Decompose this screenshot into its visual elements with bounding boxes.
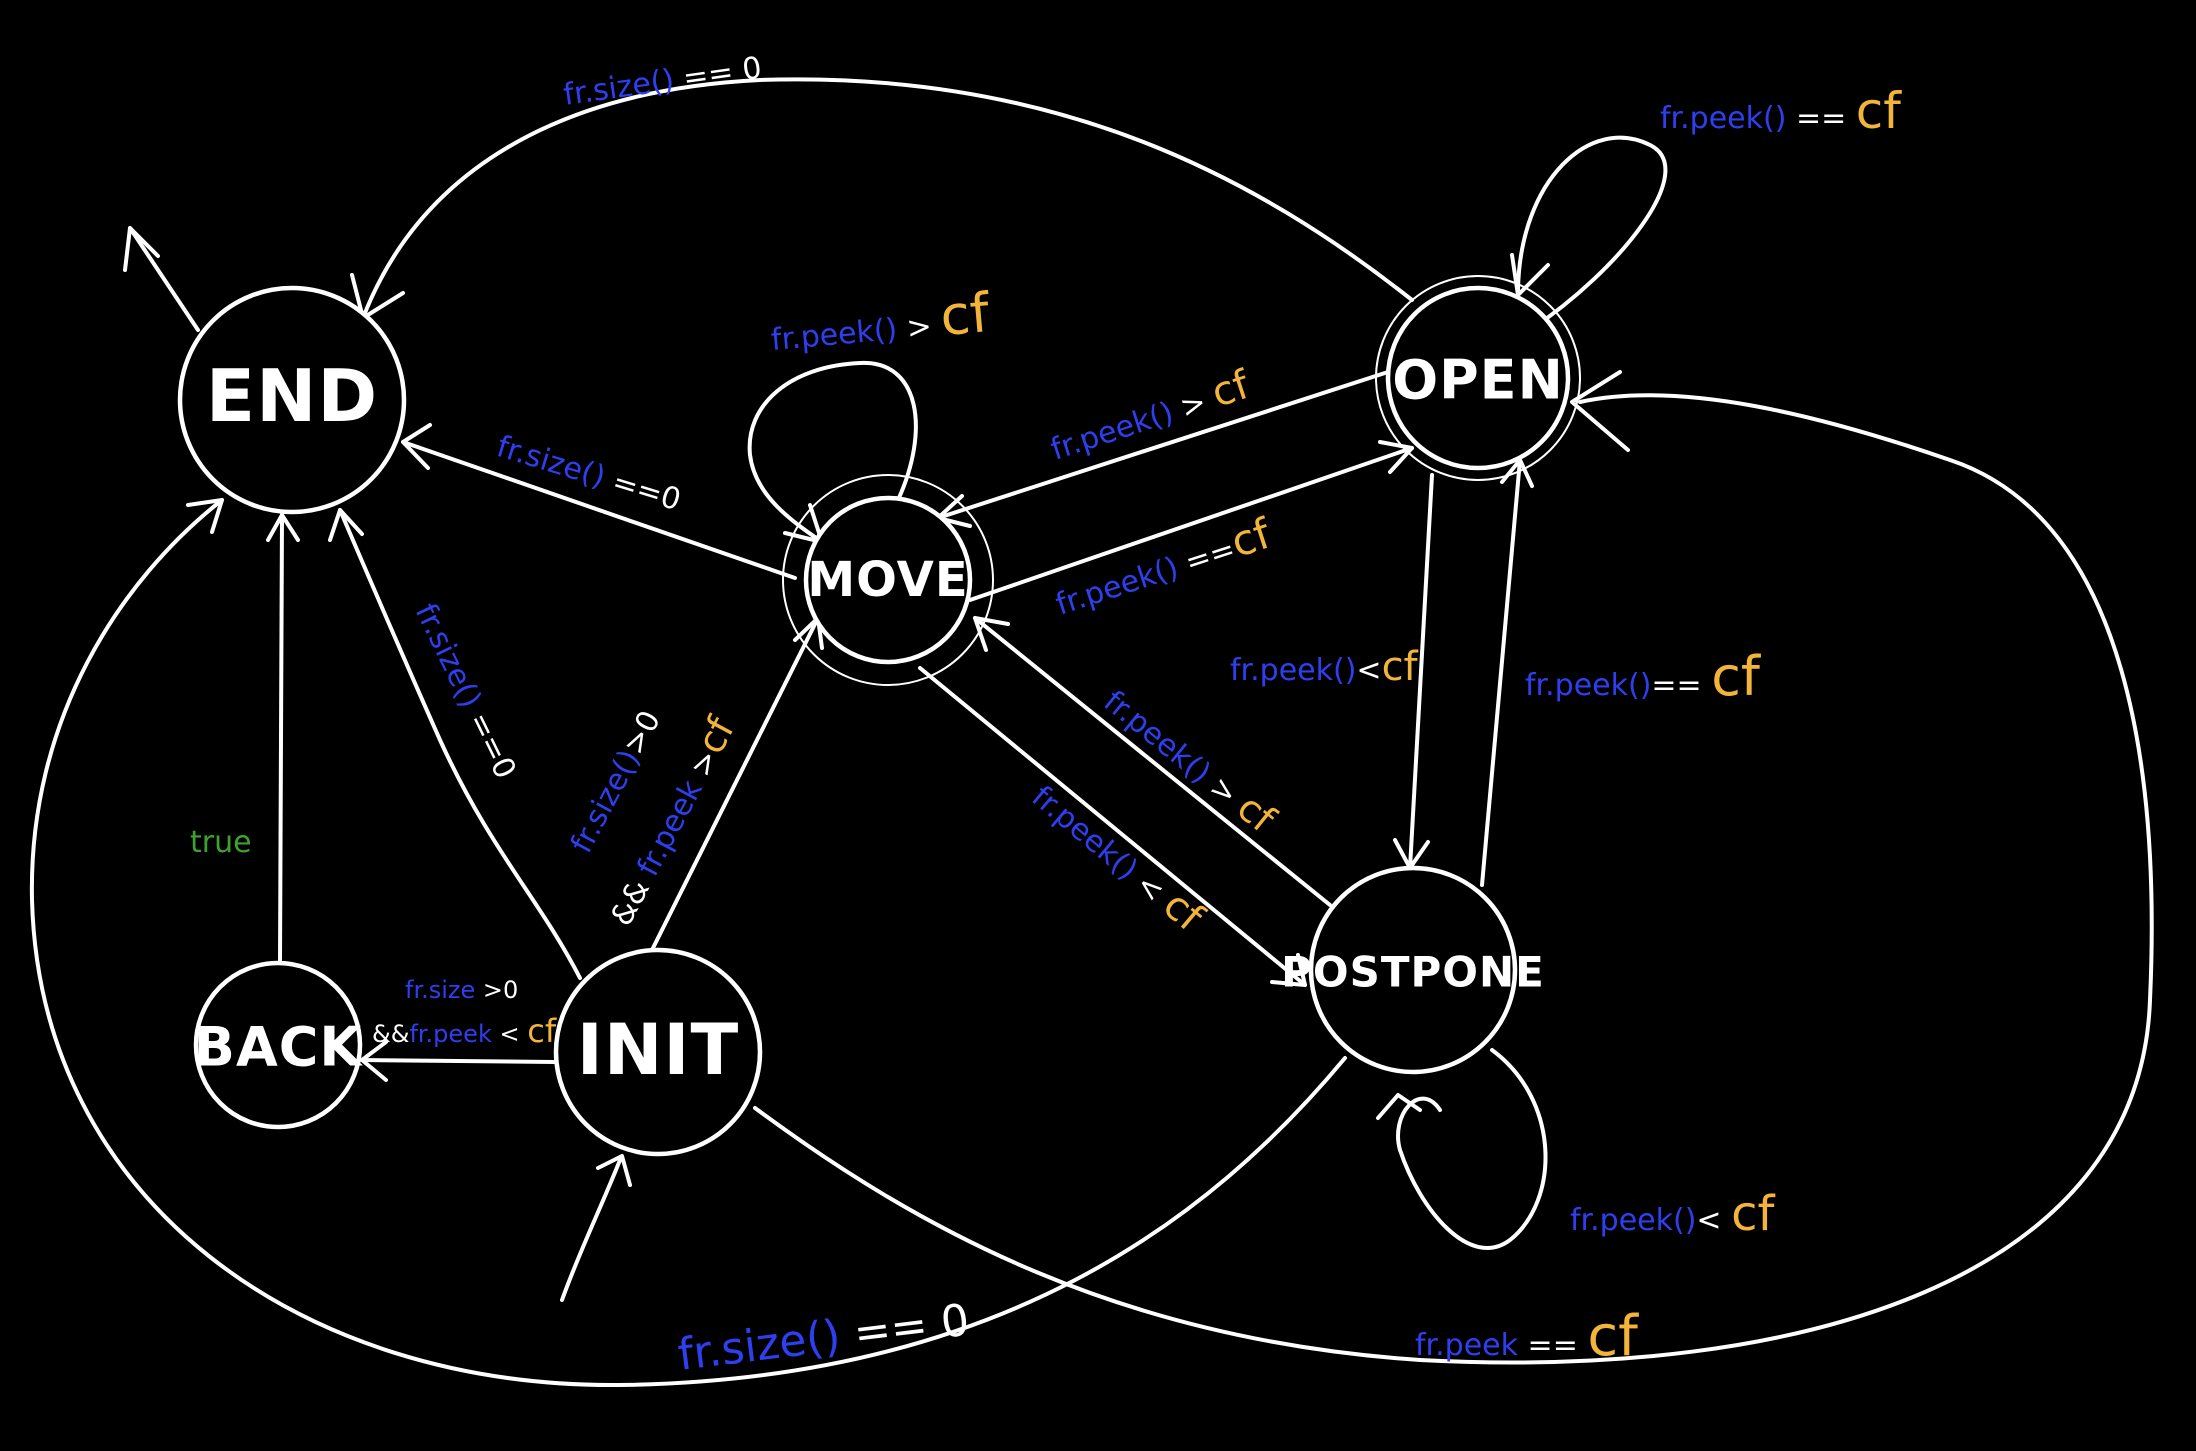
guard-open-self: fr.peek() == cf <box>1660 82 1902 140</box>
guard-labels: fr.size() == 0 fr.peek() == cf fr.peek()… <box>190 50 1902 1380</box>
guard-postpone-end: fr.size() == 0 <box>675 1295 972 1381</box>
arrowhead-postpone-move <box>973 616 1010 652</box>
arrowhead-init-end <box>328 508 364 542</box>
arrowhead-end-exit <box>123 226 160 272</box>
arrowhead-init-open <box>1570 370 1630 452</box>
guard-open-postpone: fr.peek()<cf <box>1230 644 1419 690</box>
arrowhead-postpone-self <box>1376 1093 1422 1120</box>
edge-move-postpone <box>918 666 1307 987</box>
edge-init-move <box>650 616 820 952</box>
arrowhead-initial-init <box>596 1154 632 1187</box>
state-label-open: OPEN <box>1392 349 1564 412</box>
state-label-init: INIT <box>577 1009 739 1091</box>
guard-open-end: fr.size() == 0 <box>561 50 764 112</box>
arrowhead-move-end <box>401 423 432 470</box>
arrowhead-init-back <box>360 1040 388 1082</box>
guard-back-end: true <box>190 825 252 860</box>
guard-postpone-open: fr.peek()== cf <box>1525 645 1762 708</box>
edge-postpone-move <box>973 616 1332 907</box>
edge-end-exit <box>128 226 200 332</box>
guard-move-self: fr.peek() > cf <box>768 281 994 363</box>
guard-move-open: fr.peek() ==cf <box>1048 508 1277 624</box>
guard-postpone-self: fr.peek()< cf <box>1570 1186 1776 1242</box>
edge-init-back <box>360 1058 557 1064</box>
guard-open-move: fr.peek() > cf <box>1044 362 1256 470</box>
state-init: INIT <box>553 947 763 1157</box>
guard-init-open: fr.peek == cf <box>1415 1304 1639 1369</box>
state-label-back: BACK <box>194 1016 364 1079</box>
state-end: END <box>177 285 407 515</box>
guard-init-back-2: &&fr.peek < cf <box>372 1012 557 1050</box>
arrowhead-move-open <box>1378 440 1414 474</box>
guard-init-end: fr.size() ==0 <box>408 598 523 784</box>
state-postpone: POSTPONE <box>1281 865 1545 1075</box>
state-open: OPEN <box>1375 275 1581 481</box>
state-label-end: END <box>206 354 378 438</box>
edge-open-postpone <box>1408 473 1434 870</box>
edge-open-move <box>936 370 1390 520</box>
guard-postpone-move: fr.peek() > cf <box>1096 678 1284 842</box>
edge-postpone-end <box>29 498 1347 1388</box>
edge-move-self <box>747 360 918 544</box>
arrowhead-postpone-end <box>186 498 224 534</box>
arrowhead-back-end <box>266 513 300 542</box>
edge-move-end <box>401 440 797 580</box>
arrowhead-move-postpone <box>1270 953 1307 987</box>
guard-move-postpone: fr.peek() < cf <box>1024 772 1213 941</box>
edge-init-open <box>753 393 2154 1365</box>
edge-postpone-self <box>1396 1048 1548 1250</box>
edge-open-end <box>361 77 1414 320</box>
edge-back-end <box>278 513 284 962</box>
guard-init-back-1: fr.size >0 <box>405 976 518 1004</box>
edge-initial-init <box>560 1158 622 1302</box>
edge-move-open <box>968 446 1414 602</box>
state-label-move: MOVE <box>807 552 968 608</box>
edge-init-end <box>338 508 582 980</box>
edge-postpone-open <box>1480 458 1522 887</box>
state-label-postpone: POSTPONE <box>1281 948 1545 997</box>
state-move: MOVE <box>782 474 994 686</box>
state-back: BACK <box>193 960 364 1130</box>
transitions <box>29 77 2154 1388</box>
edge-open-self <box>1516 135 1668 332</box>
